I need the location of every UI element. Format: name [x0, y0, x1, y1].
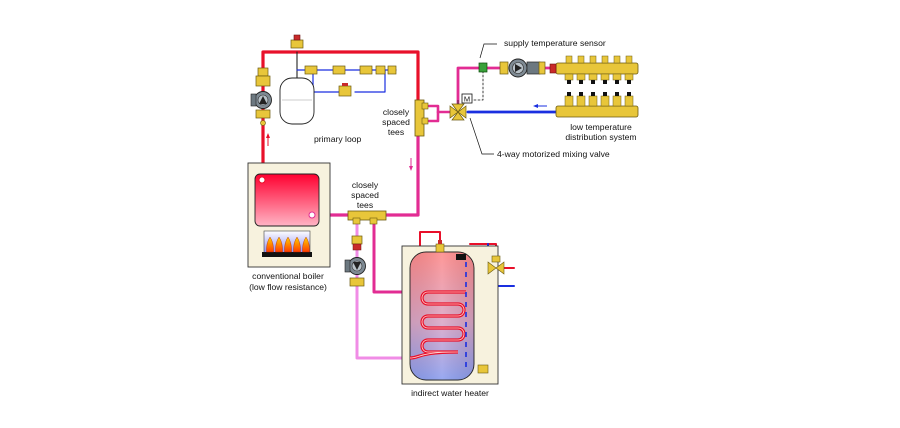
- manifold-tap: [600, 73, 610, 81]
- manifold-tap: [624, 73, 634, 81]
- flow-arrows: [266, 104, 547, 171]
- manifold-valve-cap: [567, 92, 571, 96]
- manifold-tap: [565, 55, 573, 64]
- label-tees-top-3: tees: [388, 127, 404, 137]
- indirect-water-heater: [401, 240, 499, 385]
- coil-highlight: [409, 291, 466, 359]
- manifold-tap: [612, 73, 622, 81]
- closely-spaced-tees-bottom: [347, 210, 387, 225]
- manifold-tap: [564, 95, 574, 107]
- closely-spaced-tees-top: [414, 99, 429, 137]
- manifold-valve-cap: [579, 80, 583, 84]
- flame-icon: [275, 236, 283, 253]
- label-supply-sensor: supply temperature sensor: [504, 38, 606, 48]
- manifold-valve-cap: [603, 80, 607, 84]
- label-low-temp-1: low temperature: [570, 122, 632, 132]
- manifold-tap: [576, 95, 586, 107]
- manifold-valve-cap: [627, 80, 631, 84]
- coil-icon: [409, 290, 466, 360]
- boiler: [247, 162, 331, 268]
- manifold-tap: [589, 55, 597, 64]
- manifold-icon: [549, 55, 639, 118]
- flame-icon: [284, 236, 292, 253]
- expansion-tank-icon: [279, 77, 315, 125]
- manifold-tap: [612, 95, 622, 107]
- label-water-heater: indirect water heater: [411, 388, 489, 398]
- supply-sensor-icon: [478, 62, 488, 73]
- motor-badge: M: [464, 95, 470, 104]
- manifold-tap: [624, 95, 634, 107]
- label-boiler-2: (low flow resistance): [249, 282, 327, 292]
- distribution-circulator-icon: [499, 58, 546, 78]
- manifold-valve-cap: [591, 80, 595, 84]
- label-tees-top-1: closely: [383, 107, 410, 117]
- fill-valve-assembly: [304, 65, 397, 97]
- manifold-tap: [600, 95, 610, 107]
- label-tees-bottom-3: tees: [357, 200, 373, 210]
- manifold-tap: [564, 73, 574, 81]
- manifold-valve-cap: [591, 92, 595, 96]
- manifold-valve-cap: [579, 92, 583, 96]
- manifold-tap: [601, 55, 609, 64]
- label-tees-bottom-1: closely: [352, 180, 379, 190]
- manifold-valve-cap: [627, 92, 631, 96]
- label-tees-top-2: spaced: [382, 117, 410, 127]
- flame-icon: [293, 236, 301, 253]
- manifold-tap: [588, 95, 598, 107]
- flame-icon: [266, 236, 310, 253]
- manifold-valve-cap: [567, 80, 571, 84]
- manifold-tap: [577, 55, 585, 64]
- dhw-circulator-icon: [344, 235, 366, 287]
- manifold-valve-cap: [615, 80, 619, 84]
- label-low-temp-2: distribution system: [565, 132, 636, 142]
- flame-icon: [266, 236, 274, 253]
- air-vent-icon: [290, 34, 304, 49]
- label-boiler-1: conventional boiler: [252, 271, 324, 281]
- tempering-valve-icon: [487, 255, 505, 275]
- manifold-tap: [613, 55, 621, 64]
- manifold-tap: [588, 73, 598, 81]
- mixing-valve-icon: M: [449, 93, 473, 121]
- label-tees-bottom-2: spaced: [351, 190, 379, 200]
- boiler-circulator-icon: [250, 67, 272, 126]
- flame-icon: [302, 236, 310, 253]
- leader-lines: [469, 43, 497, 155]
- label-mixing-valve: 4-way motorized mixing valve: [497, 149, 610, 159]
- label-primary-loop: primary loop: [314, 134, 362, 144]
- manifold-valve-cap: [603, 92, 607, 96]
- manifold-tap: [576, 73, 586, 81]
- manifold-tap: [625, 55, 633, 64]
- labels: supply temperature sensor closely spaced…: [249, 38, 637, 398]
- manifold-valve-cap: [615, 92, 619, 96]
